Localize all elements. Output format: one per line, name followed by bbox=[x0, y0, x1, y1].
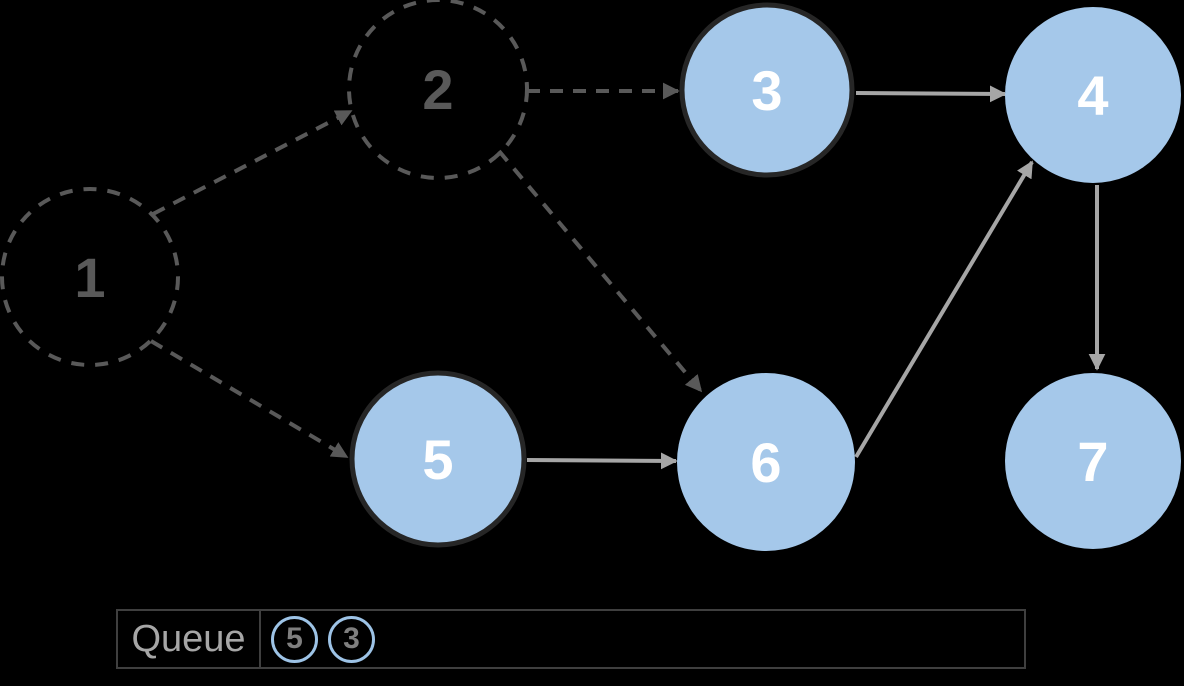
node-5-circle bbox=[349, 370, 527, 548]
node-1: 1 bbox=[0, 187, 180, 367]
node-2-label: 2 bbox=[422, 58, 453, 121]
nodes-layer: 1 2 3 4 5 6 7 bbox=[0, 0, 1181, 551]
node-3-label: 3 bbox=[751, 59, 782, 122]
edges-layer bbox=[149, 82, 1106, 470]
node-4: 4 bbox=[1005, 7, 1181, 183]
queue-item-5: 5 bbox=[271, 615, 318, 663]
node-7-label: 7 bbox=[1077, 430, 1108, 493]
edge-1-5 bbox=[149, 339, 349, 459]
node-4-circle bbox=[1005, 7, 1181, 183]
edge-5-6 bbox=[526, 452, 678, 470]
node-5-label: 5 bbox=[422, 428, 453, 491]
edge-6-4 bbox=[854, 160, 1034, 459]
edge-2-6 bbox=[497, 149, 703, 393]
node-4-label: 4 bbox=[1077, 64, 1108, 127]
node-7-circle bbox=[1005, 373, 1181, 549]
node-5: 5 bbox=[349, 370, 527, 548]
node-3: 3 bbox=[679, 2, 855, 178]
node-2-circle bbox=[347, 0, 529, 180]
node-1-circle bbox=[0, 187, 180, 367]
node-6-label: 6 bbox=[750, 431, 781, 494]
node-6: 6 bbox=[677, 373, 855, 551]
node-6-circle bbox=[677, 373, 855, 551]
queue-item-3: 3 bbox=[328, 615, 375, 663]
node-3-circle bbox=[679, 2, 855, 178]
node-2: 2 bbox=[347, 0, 529, 180]
edge-1-2 bbox=[152, 109, 353, 216]
queue-label: Queue bbox=[118, 611, 261, 667]
node-7: 7 bbox=[1005, 373, 1181, 549]
node-1-label: 1 bbox=[74, 246, 105, 309]
edge-3-4 bbox=[855, 85, 1007, 103]
